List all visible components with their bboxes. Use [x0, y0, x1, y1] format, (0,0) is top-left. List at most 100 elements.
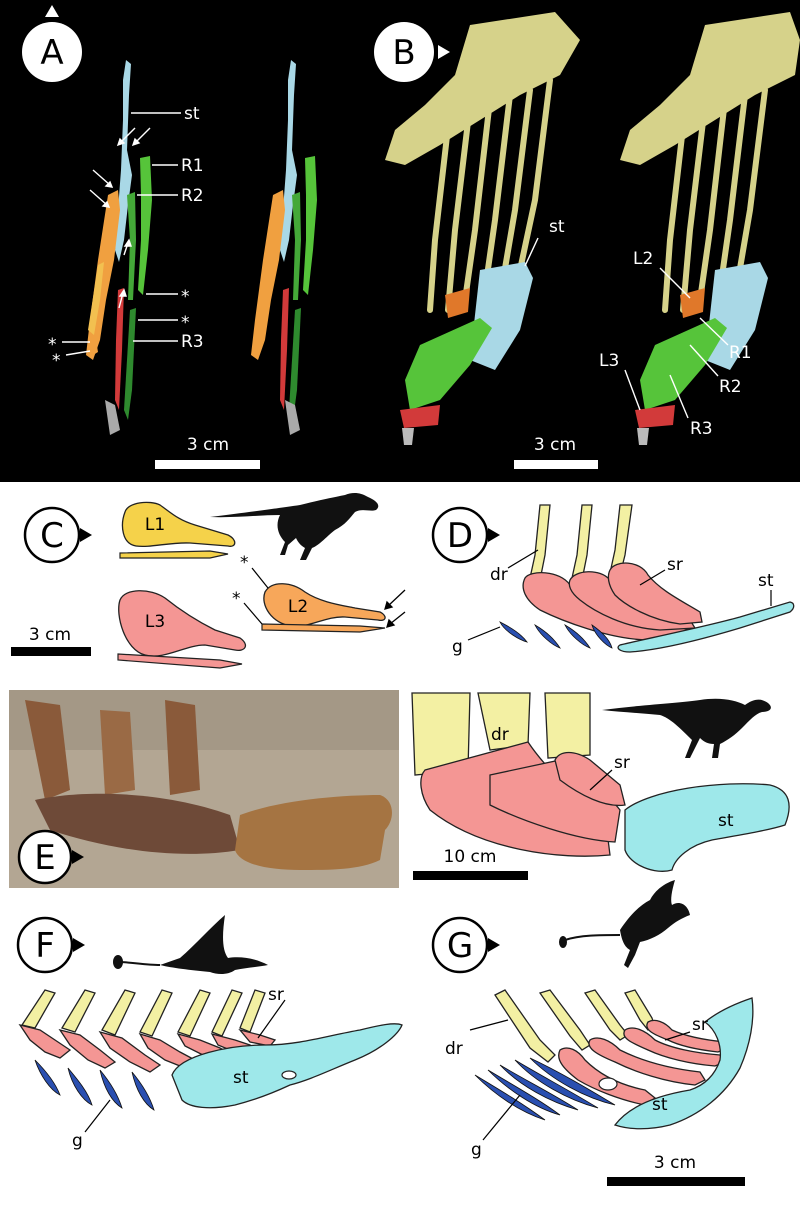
dorsal-rib-ct	[517, 77, 553, 273]
bird-tail-vane	[559, 936, 567, 948]
arrow-head-icon	[104, 180, 114, 188]
leader-e-sr	[589, 769, 613, 791]
label-g-st: st	[652, 1095, 668, 1115]
dorsal-rib-ct	[462, 97, 493, 303]
gastralium	[34, 1059, 61, 1096]
arrow-head-icon	[131, 137, 141, 147]
panel-d: D dr sr st g	[431, 504, 795, 657]
leader-b-st	[524, 237, 539, 267]
scale-bar-label-e: 10 cm	[444, 847, 497, 867]
panel-a-letter-circle	[22, 22, 82, 82]
label-r1: R1	[181, 156, 204, 176]
arrow-head-icon	[101, 200, 111, 208]
gastralium	[499, 621, 528, 643]
gastralium	[534, 623, 561, 649]
label-d-g: g	[452, 637, 463, 657]
dorsal-rib-drawing	[139, 989, 173, 1037]
panel-g-view-arrow-icon	[488, 938, 500, 952]
scale-bar-label-g: 3 cm	[654, 1153, 696, 1173]
panel-f-view-arrow-icon	[73, 938, 85, 952]
left-rib-ct-model-3	[88, 340, 98, 357]
panel-d-view-arrow-icon	[488, 528, 500, 542]
gastralia-drawing	[499, 621, 613, 649]
fossil-dorsal-rib	[25, 700, 70, 800]
dorsal-rib-drawing	[239, 989, 266, 1033]
panel-c-letter: C	[40, 516, 64, 556]
sternal-rib-drawing-e-3	[554, 751, 626, 807]
right-rib-ct-model-stereo	[303, 156, 317, 295]
dorsal-rib-ct	[427, 107, 453, 313]
theropod-body	[210, 492, 379, 560]
arrow-head-icon	[386, 618, 396, 628]
arrow-head-icon	[123, 238, 132, 247]
dorsal-rib-ct	[680, 102, 708, 313]
panel-f: F	[16, 915, 403, 1151]
label-f-g: g	[72, 1131, 83, 1151]
leader-c-ast2	[243, 602, 263, 625]
bird-silhouette-icon	[559, 880, 690, 968]
label-e-st: st	[718, 811, 734, 831]
panel-g: G dr	[431, 880, 754, 1186]
dorsal-ribs-ct-model	[427, 77, 553, 313]
gastralium	[564, 623, 591, 649]
scale-bar-label-b: 3 cm	[534, 435, 576, 455]
label-c-l2: L2	[288, 597, 308, 617]
panel-f-letter: F	[35, 926, 55, 966]
theropod-silhouette-icon	[210, 492, 379, 560]
ornithopod-silhouette-icon	[602, 698, 771, 758]
dorsal-rib-drawing	[20, 989, 56, 1029]
left-sternal-rib-l2-ct-stereo	[680, 288, 705, 318]
panel-c-arrows	[384, 589, 406, 628]
leader-d-sr	[639, 569, 666, 586]
label-c-asterisk-2: *	[232, 589, 241, 609]
leader-ast4	[65, 350, 91, 356]
dorsal-rib-drawing-e	[544, 692, 591, 759]
dorsal-rib-drawing	[538, 989, 591, 1051]
label-asterisk-3: *	[48, 335, 57, 355]
gastralium	[474, 1074, 546, 1121]
dorsal-rib-ct	[482, 92, 513, 293]
panel-g-letter-circle	[431, 916, 489, 974]
right-rib-ct-model-stereo-3	[289, 308, 301, 420]
label-r3: R3	[181, 332, 204, 352]
dorsal-rib-drawing	[61, 989, 96, 1033]
sternal-rib-drawing	[238, 1028, 277, 1047]
left-sternal-rib-l2-ct	[445, 288, 470, 318]
scale-bar-b	[514, 460, 598, 469]
sternal-rib-l2-drawing	[263, 583, 386, 627]
fossil-sternum	[235, 795, 392, 870]
leader-g-dr	[469, 1019, 509, 1031]
fossil-dorsal-rib	[165, 700, 200, 795]
sternum-ct-model-b	[470, 262, 533, 370]
dorsal-rib-ct	[500, 87, 533, 283]
dorsal-rib-ct	[445, 102, 473, 313]
leader-f-sr	[257, 999, 286, 1039]
leader-g-g	[482, 1094, 521, 1141]
arrow-icon	[387, 589, 406, 607]
pterosaur-body	[160, 915, 268, 975]
label-b-r2: R2	[719, 377, 742, 397]
cartilage-ct-model	[105, 400, 120, 435]
leader-b-l2	[659, 267, 691, 299]
sternal-rib-l1-lateral	[119, 550, 229, 559]
fossil-photo-matrix	[9, 690, 399, 750]
label-b-r1: R1	[729, 343, 752, 363]
scale-bar-c	[11, 647, 91, 656]
arrow-icon	[119, 127, 136, 144]
label-e-sr: sr	[614, 753, 630, 773]
gastralium	[499, 1064, 579, 1111]
label-d-st: st	[758, 571, 774, 591]
sternal-rib-drawing	[98, 1030, 162, 1073]
label-g-sr: sr	[692, 1015, 708, 1035]
sternal-rib-drawing	[18, 1023, 72, 1059]
fossil-dorsal-rib	[100, 710, 135, 795]
label-d-sr: sr	[667, 555, 683, 575]
pterosaur-tail-vane	[113, 955, 123, 969]
scale-bar-label-c: 3 cm	[29, 625, 71, 645]
scale-bar-g	[607, 1177, 745, 1186]
gastralium	[529, 1057, 616, 1106]
label-g-g: g	[471, 1140, 482, 1160]
gastralium	[131, 1071, 155, 1111]
sternal-rib-l1-drawing	[121, 501, 236, 548]
